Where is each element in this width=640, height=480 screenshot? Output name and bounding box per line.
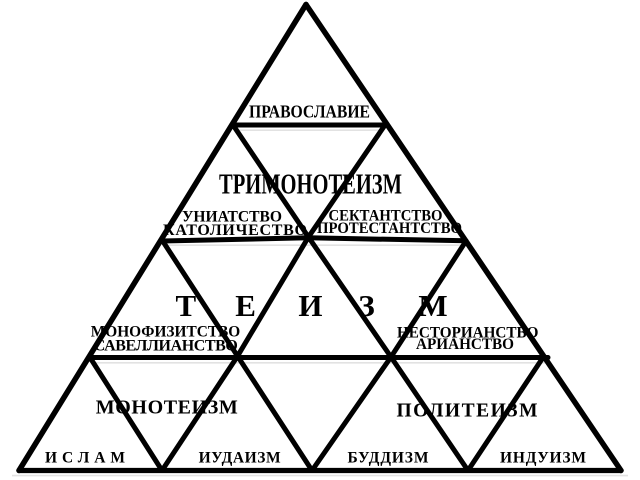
- svg-text:КАТОЛИЧЕСТВО: КАТОЛИЧЕСТВО: [163, 222, 307, 239]
- svg-text:ИСЛАМ: ИСЛАМ: [45, 450, 125, 467]
- svg-text:БУДДИЗМ: БУДДИЗМ: [348, 450, 429, 467]
- svg-text:ИУДАИЗМ: ИУДАИЗМ: [199, 450, 281, 467]
- svg-text:САВЕЛЛИАНСТВО: САВЕЛЛИАНСТВО: [94, 338, 238, 355]
- svg-text:НЕСТОРИАНСТВО: НЕСТОРИАНСТВО: [397, 324, 539, 341]
- svg-text:УНИАТСТВО: УНИАТСТВО: [182, 209, 282, 226]
- svg-text:ПРАВОСЛАВИЕ: ПРАВОСЛАВИЕ: [249, 102, 370, 122]
- svg-text:АРИАНСТВО: АРИАНСТВО: [416, 336, 514, 353]
- svg-text:Е: Е: [235, 288, 256, 323]
- svg-text:ИНДУИЗМ: ИНДУИЗМ: [500, 450, 586, 467]
- svg-text:ПРОТЕСТАНТСТВО: ПРОТЕСТАНТСТВО: [317, 220, 462, 237]
- svg-text:ТРИМОНОТЕИЗМ: ТРИМОНОТЕИЗМ: [219, 169, 402, 200]
- svg-text:И: И: [298, 288, 322, 323]
- svg-text:МОНОФИЗИТСТВО: МОНОФИЗИТСТВО: [91, 324, 241, 341]
- svg-text:Т: Т: [175, 288, 196, 323]
- svg-text:ПОЛИТЕИЗМ: ПОЛИТЕИЗМ: [397, 401, 538, 422]
- svg-text:СЕКТАНТСТВО: СЕКТАНТСТВО: [329, 208, 443, 225]
